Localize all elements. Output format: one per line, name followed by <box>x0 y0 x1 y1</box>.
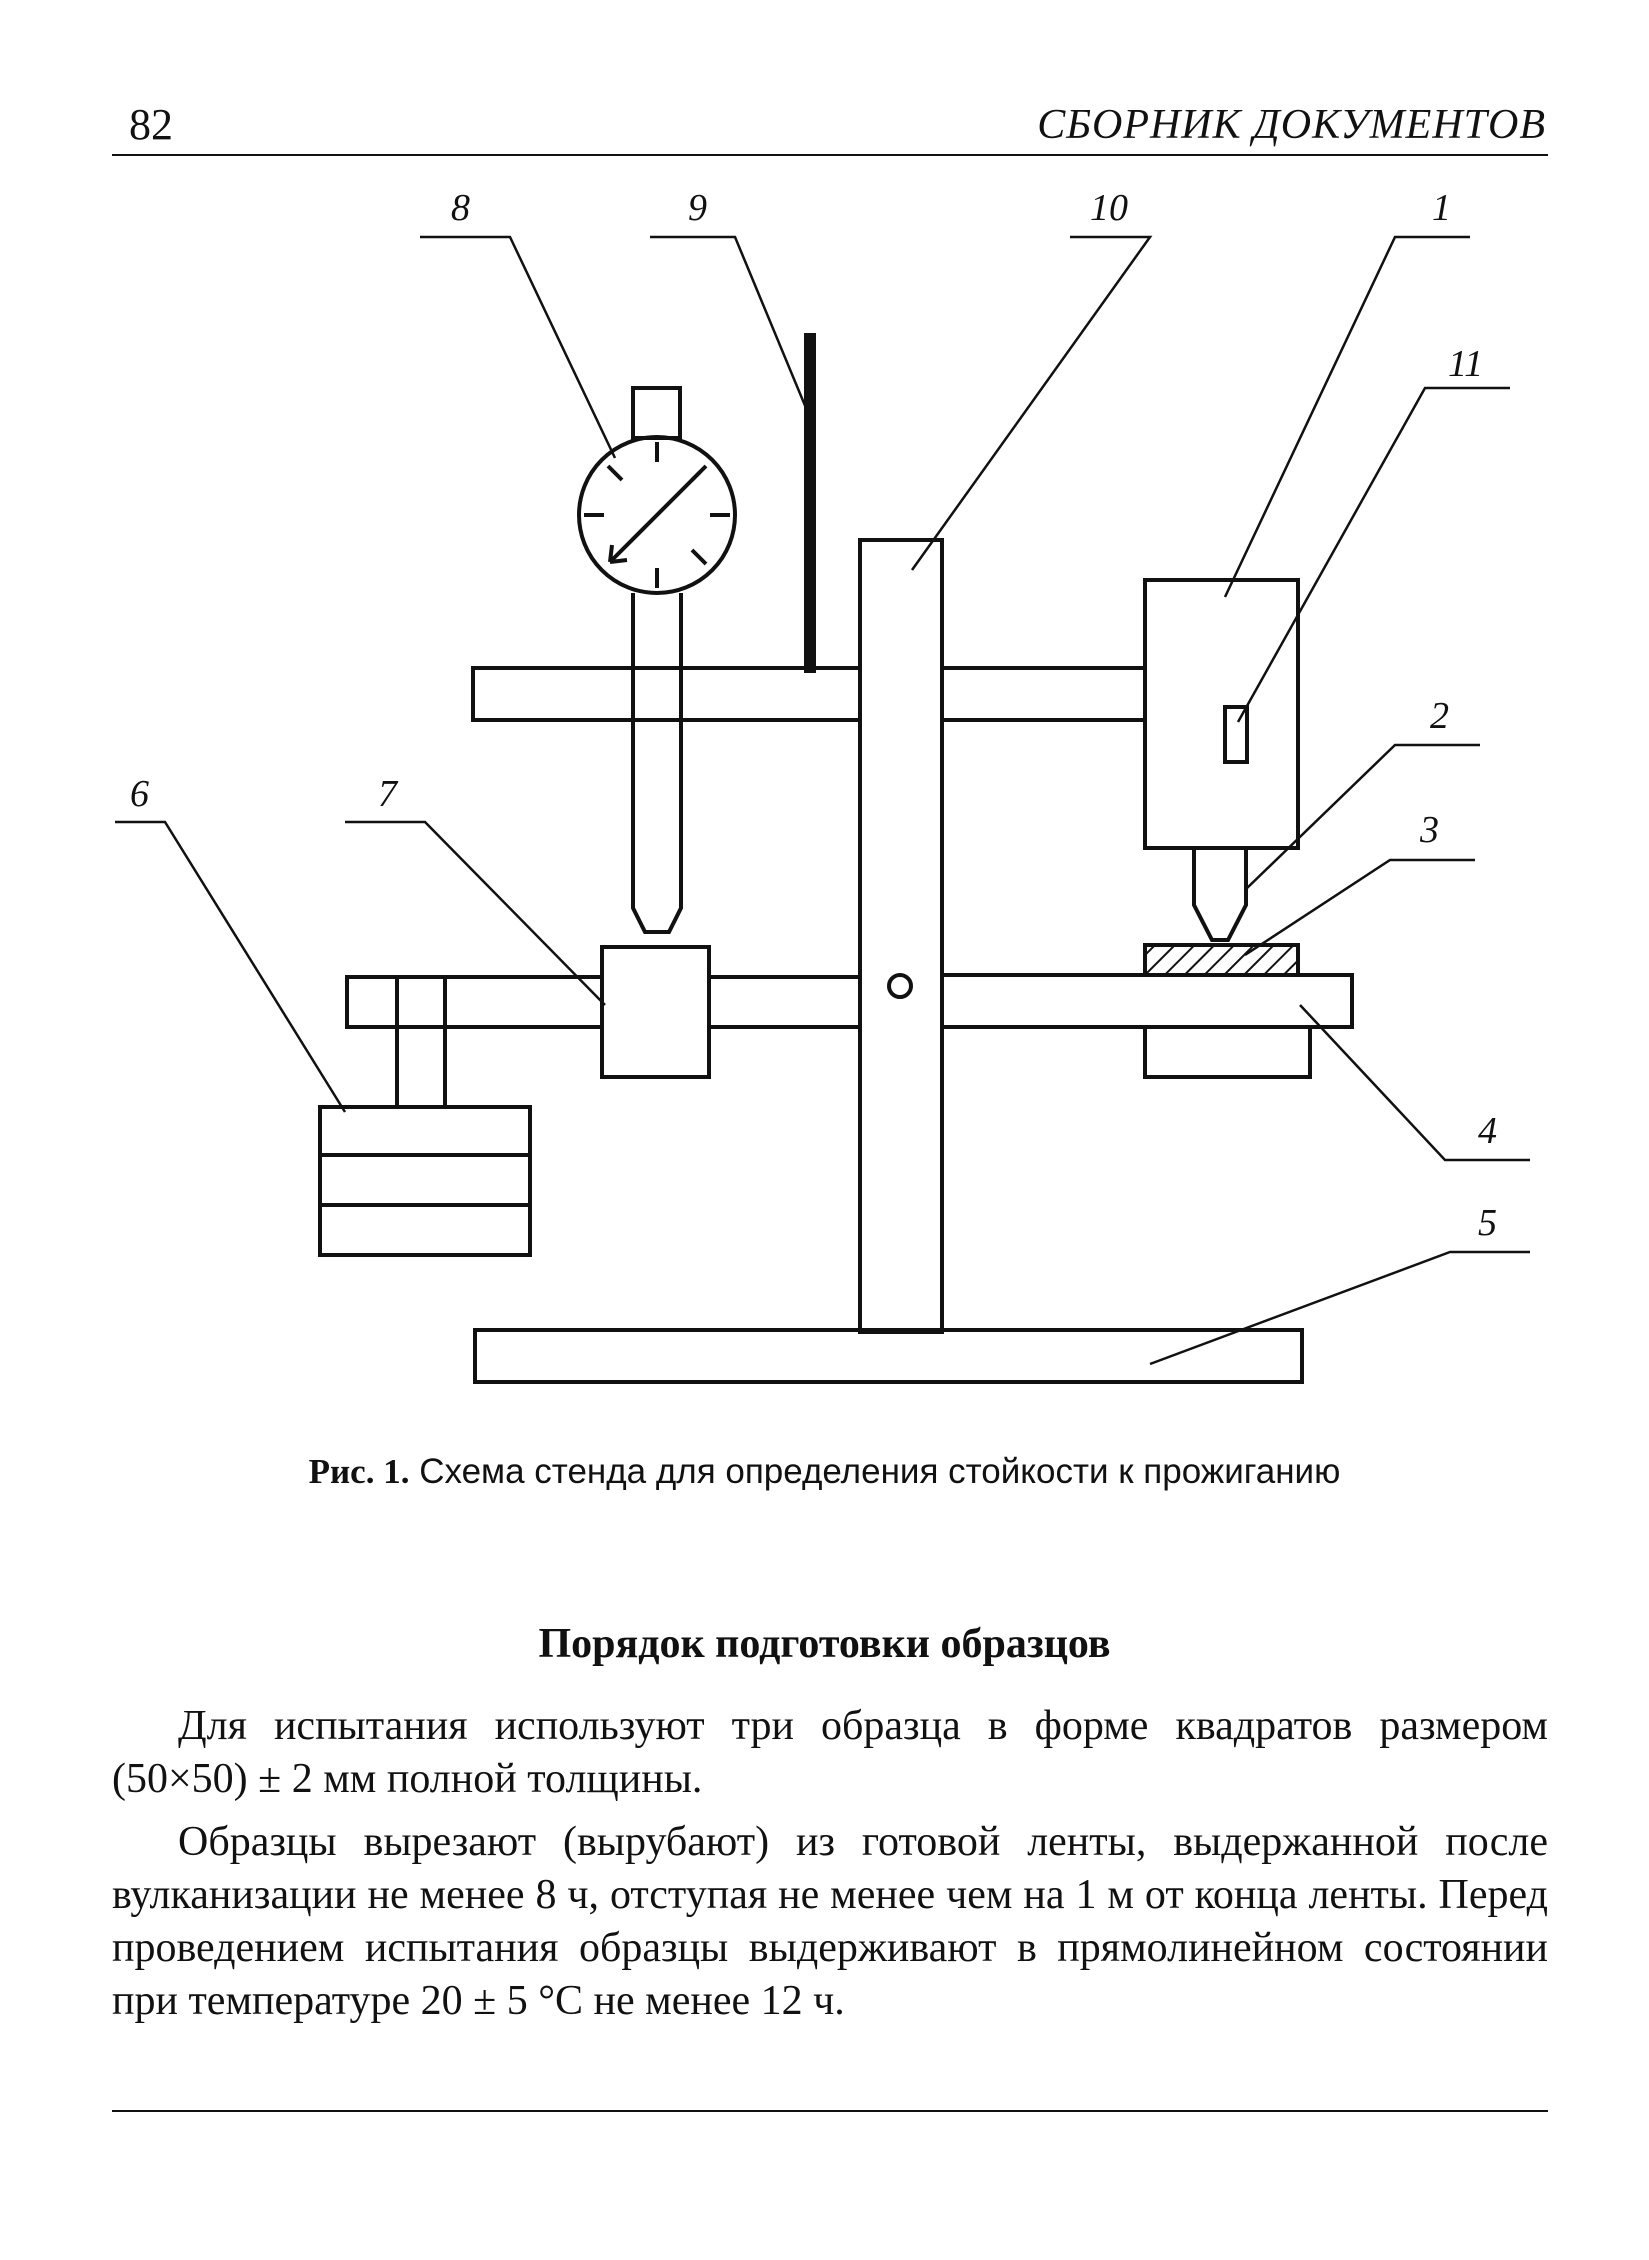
leader-5 <box>1149 1250 1530 1366</box>
label-5: 5 <box>1478 1202 1497 1244</box>
label-8: 8 <box>451 187 470 229</box>
heating-tip <box>1192 848 1248 942</box>
leader-1 <box>1223 235 1470 598</box>
label-2: 2 <box>1430 695 1449 737</box>
thermocouple-rod <box>804 333 816 673</box>
counterweight-post <box>395 975 447 1109</box>
specimen <box>1143 943 1300 977</box>
counterweight-2 <box>318 1153 532 1207</box>
footer-rule <box>112 2110 1548 2112</box>
upper-arm-left <box>471 666 862 722</box>
vertical-column <box>858 538 944 1334</box>
slider-block <box>600 945 711 1079</box>
page-number: 82 <box>129 100 173 149</box>
counterweight-1 <box>318 1105 532 1157</box>
leader-9 <box>650 235 808 409</box>
base-plate <box>473 1328 1304 1384</box>
paragraph-1: Для испытания используют три образца в ф… <box>112 1703 1548 1802</box>
specimen-support <box>1143 1025 1312 1079</box>
test-stand-diagram: 8 9 10 1 11 2 3 4 5 6 7 <box>115 187 1530 1384</box>
label-7: 7 <box>378 773 399 815</box>
heater-block <box>1143 578 1300 850</box>
leader-3 <box>1244 858 1475 957</box>
label-1: 1 <box>1432 187 1451 229</box>
label-10: 10 <box>1090 187 1128 229</box>
running-header: СБОРНИК ДОКУМЕНТОВ <box>1037 102 1546 148</box>
leader-2 <box>1244 743 1480 891</box>
leader-4 <box>1299 1004 1530 1162</box>
dial-top-stem <box>631 386 682 440</box>
header-rule <box>112 154 1548 156</box>
leader-10 <box>910 235 1153 571</box>
label-4: 4 <box>1478 1110 1497 1152</box>
label-11: 11 <box>1448 343 1483 385</box>
label-3: 3 <box>1419 809 1439 851</box>
pivot-circle <box>887 973 913 999</box>
caption-prefix: Рис. 1. <box>308 1452 410 1491</box>
paragraph-2: Образцы вырезают (вырубают) из готовой л… <box>112 1819 1548 2024</box>
counterweight-3 <box>318 1203 532 1257</box>
leader-11 <box>1236 386 1510 723</box>
caption-text: Схема стенда для определения стойкости к… <box>409 1452 1341 1491</box>
label-9: 9 <box>688 187 707 229</box>
leader-7 <box>345 820 606 1006</box>
dial-needle <box>608 470 702 564</box>
dial-indicator <box>577 435 737 595</box>
indicator-rod <box>631 593 683 934</box>
indicator-window <box>1223 705 1249 764</box>
label-6: 6 <box>130 773 149 815</box>
leader-6 <box>115 820 347 1113</box>
section-heading: Порядок подготовки образцов <box>538 1621 1111 1667</box>
body-text: Для испытания используют три образца в ф… <box>112 1700 1548 2038</box>
upper-arm-right <box>940 666 1147 722</box>
leader-8 <box>420 235 617 459</box>
lower-arm-right <box>940 973 1354 1029</box>
figure-caption: Рис. 1. Схема стенда для определения сто… <box>0 1450 1649 1494</box>
